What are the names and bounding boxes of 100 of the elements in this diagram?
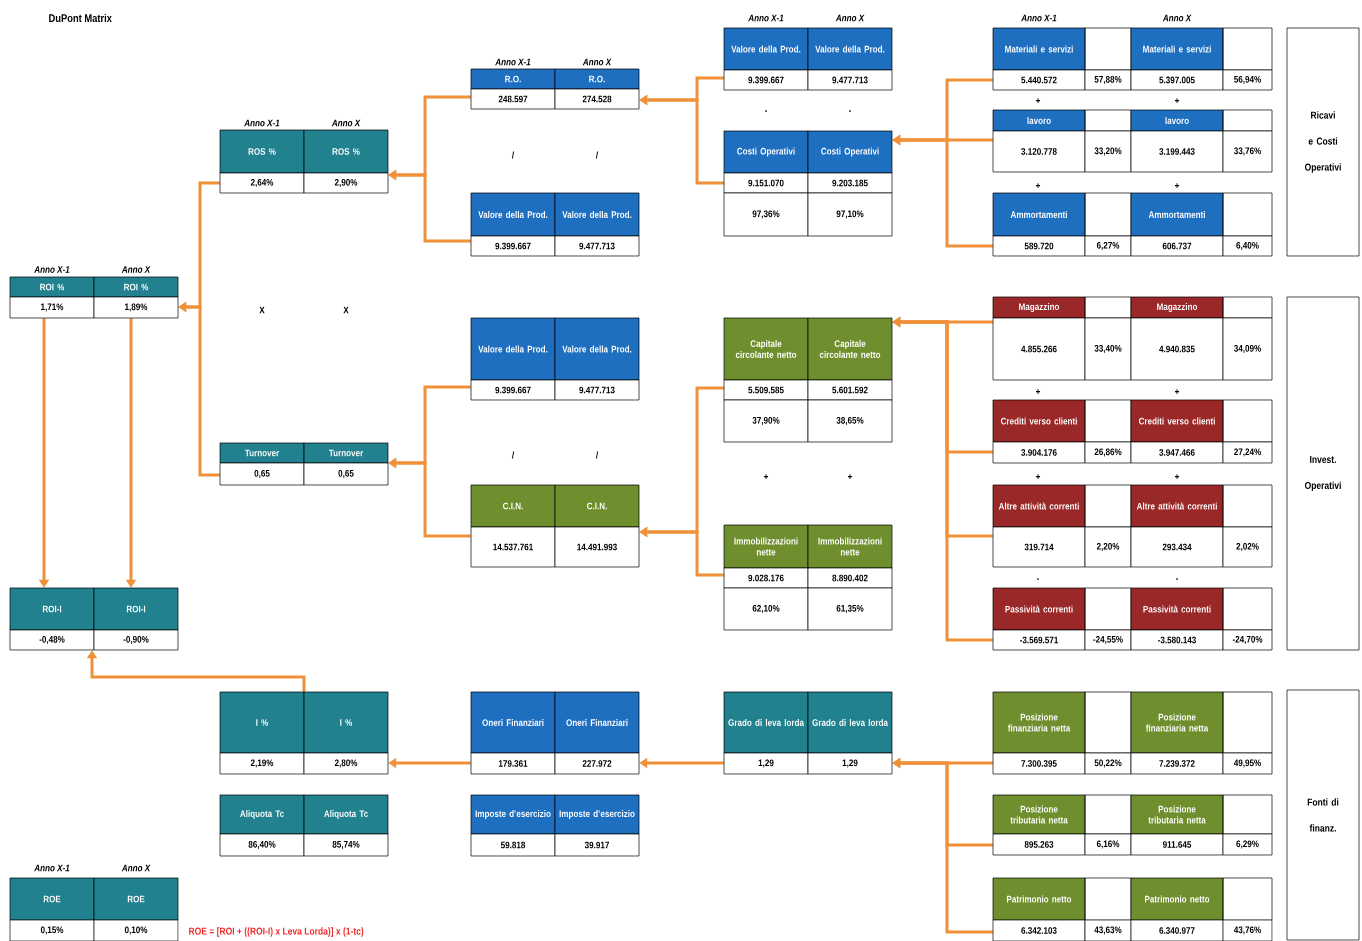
- header-cell: Capitale circolante netto: [723, 317, 809, 381]
- header-cell: Altre attività correnti: [992, 484, 1086, 528]
- value-cell: 57,88%: [1084, 69, 1132, 91]
- value-cell: 9.399.667: [470, 235, 556, 257]
- value-cell: -3.569.571: [992, 629, 1086, 651]
- group-box: Invest. Operativi: [1286, 296, 1360, 651]
- header-cell: Grado di leva lorda: [723, 691, 809, 754]
- value-cell: 911.645: [1130, 833, 1224, 856]
- header-cell: Costi Operativi: [807, 130, 893, 174]
- value-cell: 14.491.993: [554, 526, 640, 568]
- header-cell: Valore della Prod.: [470, 192, 556, 237]
- value-cell: 39.917: [554, 833, 640, 857]
- header-cell: Valore della Prod.: [723, 27, 809, 71]
- formula-note: ROE = [ROI + ((ROI-I) x Leva Lorda)] x (1-tc): [189, 927, 364, 937]
- operator-sign: +: [1036, 183, 1041, 189]
- value-cell: 26,86%: [1084, 441, 1132, 464]
- header-cell: Immobilizzazioni nette: [723, 524, 809, 569]
- header-cell: R.O.: [554, 68, 640, 90]
- header-cell: ROI-I: [9, 587, 95, 631]
- value-cell: 4.855.266: [992, 317, 1086, 381]
- header-cell: lavoro: [992, 109, 1086, 132]
- header-cell: Posizione finanziaria netta: [1130, 691, 1224, 754]
- header-cell: I %: [219, 691, 305, 754]
- group-box: Fonti di finanz.: [1286, 689, 1360, 941]
- value-cell: 33,76%: [1222, 130, 1273, 173]
- value-cell: 3.904.176: [992, 441, 1086, 464]
- value-cell: 5.440.572: [992, 69, 1086, 91]
- value-cell: 9.399.667: [723, 69, 809, 91]
- value-cell: 9.477.713: [554, 379, 640, 401]
- header-cell: ROI %: [9, 276, 95, 298]
- year-label: Anno X-1: [748, 14, 784, 22]
- header-cell: Materiali e servizi: [1130, 27, 1224, 71]
- operator-sign: +: [1036, 389, 1041, 395]
- header-cell: C.I.N.: [470, 484, 556, 528]
- operator-sign: -: [1037, 578, 1040, 580]
- header-cell: Imposte d'esercizio: [470, 794, 556, 835]
- operator-sign: /: [595, 151, 599, 159]
- operator-sign: -: [849, 110, 852, 112]
- value-cell: 85,74%: [303, 833, 389, 857]
- value-cell: 1,71%: [9, 296, 95, 319]
- header-cell: Ammortamenti: [992, 192, 1086, 237]
- operator-sign: +: [1175, 98, 1180, 104]
- value-cell: 49,95%: [1222, 752, 1273, 775]
- header-cell: Materiali e servizi: [992, 27, 1086, 71]
- value-cell: 34,09%: [1222, 317, 1273, 381]
- value-cell: 1,89%: [93, 296, 179, 319]
- value-cell: 3.947.466: [1130, 441, 1224, 464]
- value-cell: 6,40%: [1222, 235, 1273, 257]
- operator-sign: -: [765, 110, 768, 112]
- header-cell: Magazzino: [1130, 296, 1224, 319]
- value-cell: -24,55%: [1084, 629, 1132, 651]
- value-cell: 43,76%: [1222, 919, 1273, 941]
- header-cell: Aliquota Tc: [219, 794, 305, 835]
- value-cell: 2,19%: [219, 752, 305, 775]
- header-cell: Turnover: [219, 442, 305, 464]
- header-cell: Turnover: [303, 442, 389, 464]
- header-cell: Valore della Prod.: [470, 317, 556, 381]
- year-label: Anno X: [121, 864, 151, 872]
- value-cell: 5.397.005: [1130, 69, 1224, 91]
- header-cell: Passività correnti: [1130, 587, 1224, 631]
- year-label: Anno X: [331, 119, 361, 127]
- value-cell: 606.737: [1130, 235, 1224, 257]
- header-cell: Patrimonio netto: [992, 877, 1086, 921]
- value-cell: 8.890.402: [807, 567, 893, 589]
- header-cell: lavoro: [1130, 109, 1224, 132]
- value-cell: -0,48%: [9, 629, 95, 651]
- value-cell: 9.399.667: [470, 379, 556, 401]
- value-cell: 589.720: [992, 235, 1086, 257]
- header-cell: Immobilizzazioni nette: [807, 524, 893, 569]
- header-cell: Oneri Finanziari: [470, 691, 556, 754]
- header-cell: Posizione tributaria netta: [1130, 794, 1224, 835]
- header-cell: Valore della Prod.: [554, 192, 640, 237]
- header-cell: Altre attività correnti: [1130, 484, 1224, 528]
- header-cell: ROS %: [303, 129, 389, 174]
- header-cell: ROI-I: [93, 587, 179, 631]
- value-cell: 2,80%: [303, 752, 389, 775]
- value-cell: -0,90%: [93, 629, 179, 651]
- header-cell: ROI %: [93, 276, 179, 298]
- value-cell: 0,10%: [93, 919, 179, 941]
- header-cell: Posizione tributaria netta: [992, 794, 1086, 835]
- value-cell: 9.477.713: [554, 235, 640, 257]
- header-cell: Crediti verso clienti: [992, 399, 1086, 443]
- operator-sign: -: [1176, 578, 1179, 580]
- header-cell: Imposte d'esercizio: [554, 794, 640, 835]
- header-cell: Oneri Finanziari: [554, 691, 640, 754]
- value-cell: 6,16%: [1084, 833, 1132, 856]
- header-cell: Aliquota Tc: [303, 794, 389, 835]
- operator-sign: +: [1175, 183, 1180, 189]
- header-cell: R.O.: [470, 68, 556, 90]
- value-cell: 2,02%: [1222, 526, 1273, 568]
- value-cell: 56,94%: [1222, 69, 1273, 91]
- header-cell: Magazzino: [992, 296, 1086, 319]
- operator-sign: +: [764, 474, 769, 480]
- value-cell: 3.120.778: [992, 130, 1086, 173]
- year-label: Anno X-1: [244, 119, 280, 127]
- value-cell: 9.028.176: [723, 567, 809, 589]
- year-label: Anno X: [582, 58, 612, 66]
- operator-sign: X: [259, 306, 265, 314]
- title: DuPont Matrix: [49, 13, 112, 23]
- operator-sign: +: [848, 474, 853, 480]
